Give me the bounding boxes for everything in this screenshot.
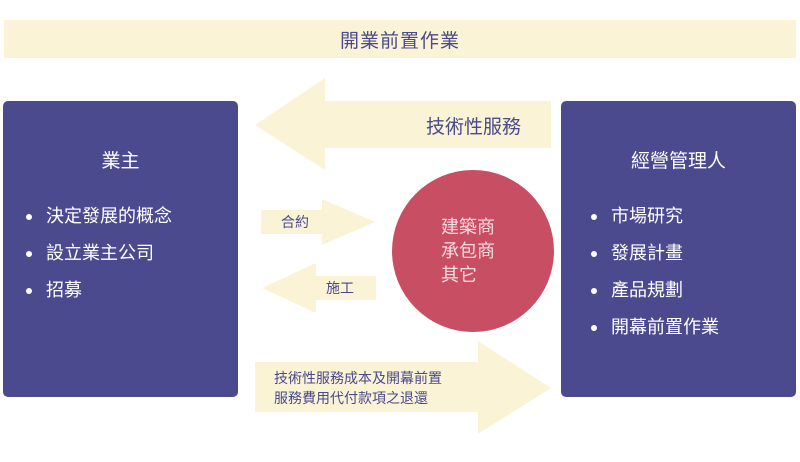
manager-item-label: 發展計畫 [611, 243, 683, 264]
reimbursement-label-line2: 服務費用代付款項之退還 [274, 391, 428, 407]
bullet-icon [591, 250, 597, 257]
list-item: 產品規劃 [591, 272, 719, 309]
bullet-icon [26, 287, 32, 294]
contractor-labels: 建築商 承包商 其它 [441, 216, 495, 288]
reimbursement-label-line1: 技術性服務成本及開幕前置 [274, 371, 442, 387]
contractor-label-builder: 建築商 [441, 217, 495, 238]
bullet-icon [591, 287, 597, 294]
contractor-label-contractor: 承包商 [441, 241, 495, 262]
manager-box: 經營管理人 市場研究 發展計畫 產品規劃 開幕前置作業 [561, 101, 796, 397]
owner-title: 業主 [101, 150, 140, 172]
manager-item-label: 市場研究 [611, 206, 683, 227]
owner-item-label: 決定發展的概念 [46, 206, 172, 227]
manager-item-label: 產品規劃 [611, 280, 683, 301]
reimbursement-label: 技術性服務成本及開幕前置 服務費用代付款項之退還 [274, 369, 442, 409]
list-item: 發展計畫 [591, 235, 719, 272]
construction-arrow [262, 263, 376, 313]
bullet-icon [26, 250, 32, 257]
manager-list: 市場研究 發展計畫 產品規劃 開幕前置作業 [591, 198, 719, 346]
list-item: 決定發展的概念 [26, 198, 172, 235]
owner-item-label: 招募 [46, 280, 82, 301]
reimbursement-arrow [255, 341, 551, 434]
contract-label: 合約 [281, 215, 309, 231]
contractor-circle [392, 170, 554, 332]
contractor-label-other: 其它 [441, 265, 477, 286]
bullet-icon [591, 324, 597, 331]
owner-list: 決定發展的概念 設立業主公司 招募 [26, 198, 172, 309]
manager-item-label: 開幕前置作業 [611, 317, 719, 338]
technical-services-arrow [255, 78, 551, 170]
owner-item-label: 設立業主公司 [46, 243, 154, 264]
bullet-icon [26, 213, 32, 220]
list-item: 市場研究 [591, 198, 719, 235]
list-item: 設立業主公司 [26, 235, 172, 272]
banner-label: 開業前置作業 [339, 29, 460, 52]
list-item: 招募 [26, 272, 172, 309]
bullet-icon [591, 213, 597, 220]
top-banner: 開業前置作業 [4, 20, 796, 58]
technical-services-label: 技術性服務 [426, 116, 522, 138]
list-item: 開幕前置作業 [591, 309, 719, 346]
owner-box: 業主 決定發展的概念 設立業主公司 招募 [3, 101, 238, 397]
contract-arrow [261, 199, 375, 245]
construction-label: 施工 [326, 281, 354, 297]
manager-title: 經營管理人 [630, 150, 726, 172]
